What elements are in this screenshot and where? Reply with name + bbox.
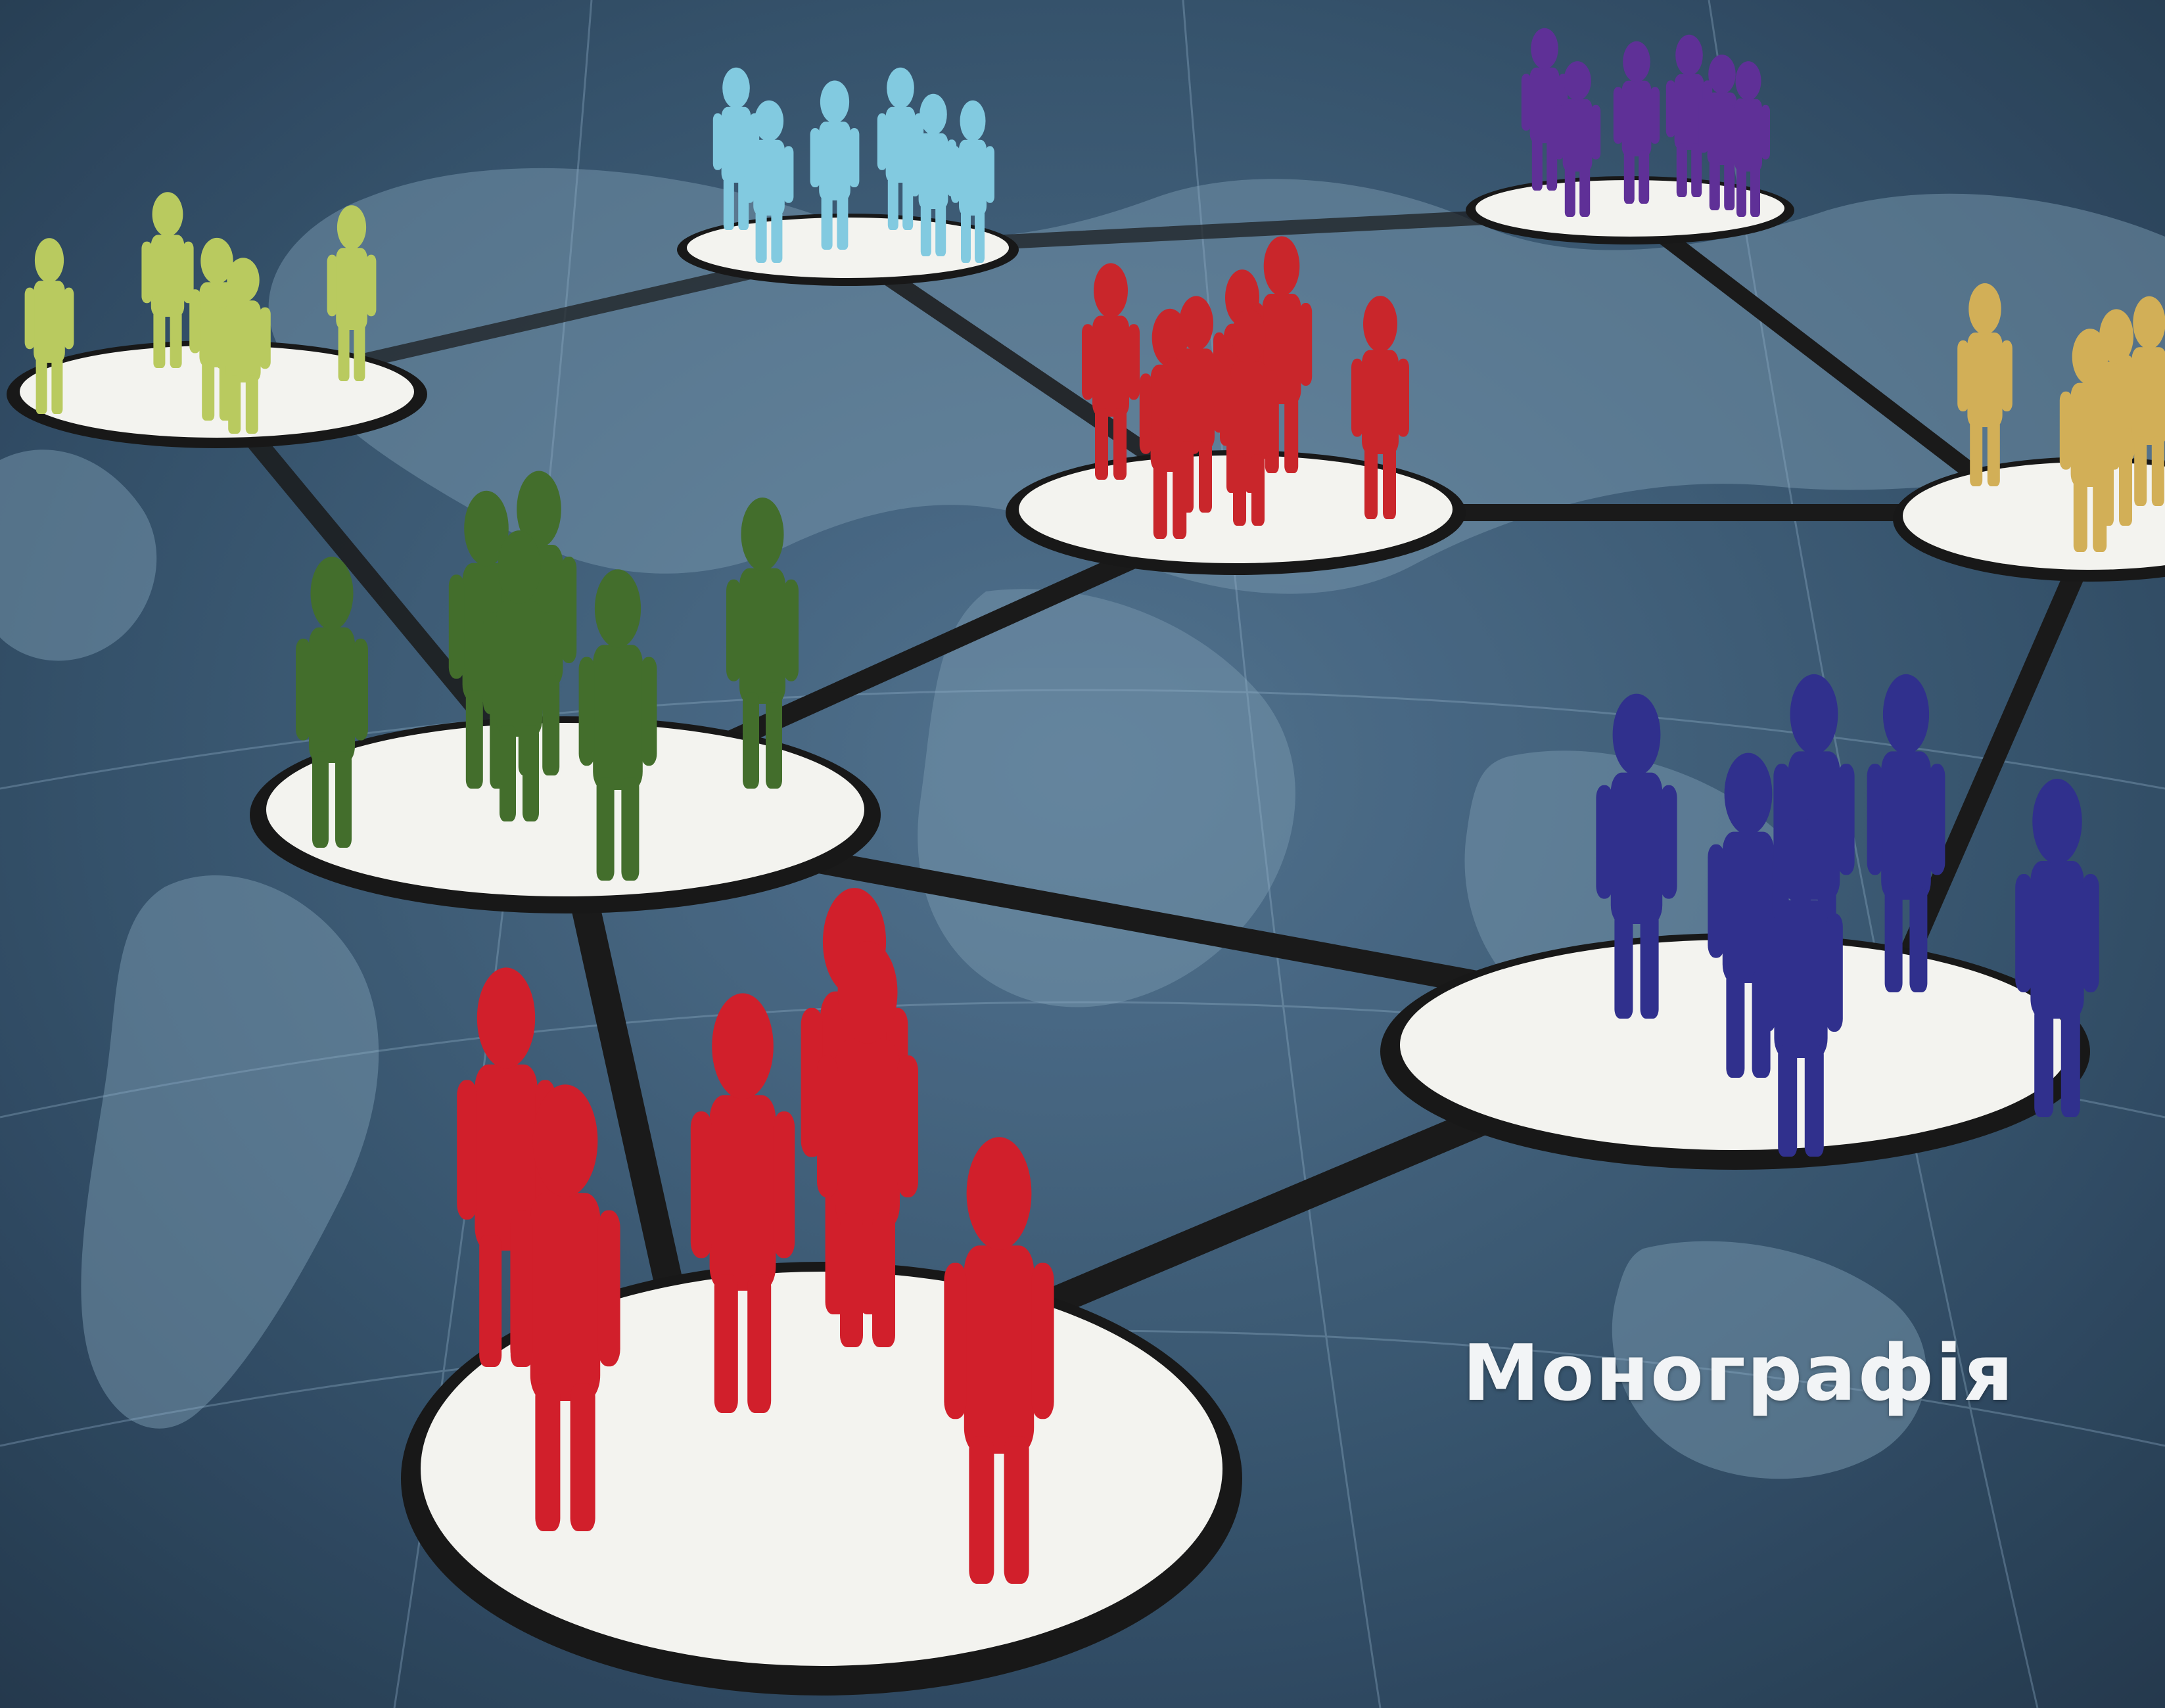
cover-label: Монографія [1462, 1327, 2015, 1418]
